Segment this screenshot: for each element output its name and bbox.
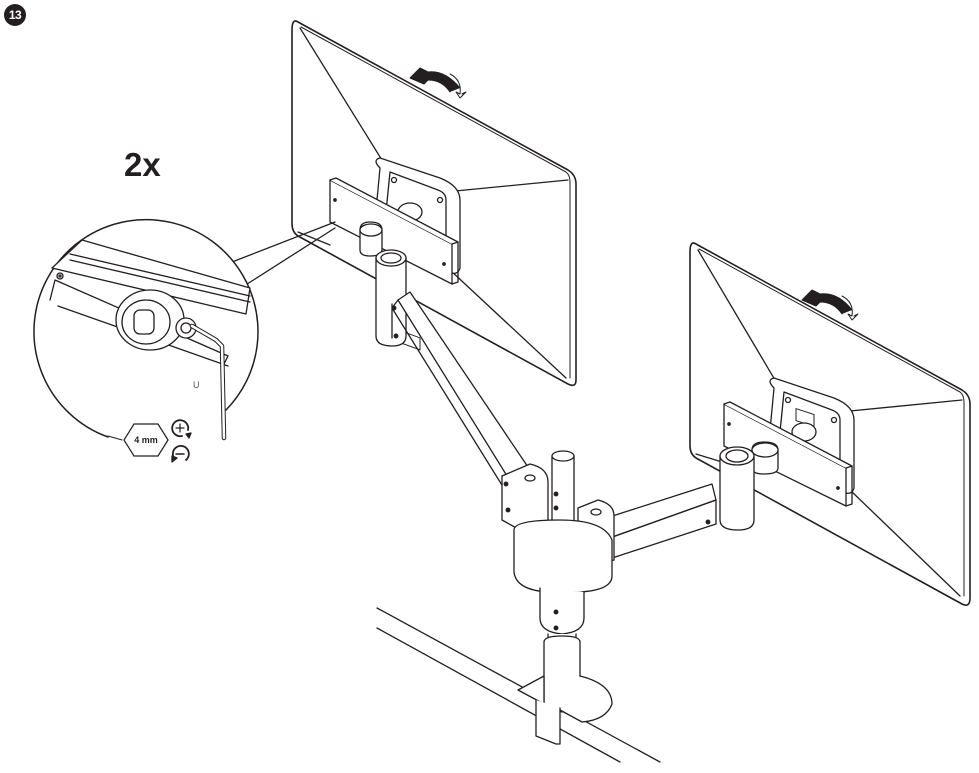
step-number-badge: 13 [4, 4, 26, 26]
hex-key-size-icon [107, 423, 169, 457]
left-monitor-tilt-arrow [409, 67, 467, 99]
left-vesa-plate [329, 177, 459, 285]
tighten-rotate-icon [171, 419, 192, 439]
right-arm-pivot [705, 441, 779, 531]
hex-key-size-label: 4 mm [134, 435, 158, 445]
left-monitor [291, 20, 577, 387]
callout-marker-label: U [193, 380, 200, 390]
quantity-label: 2x [124, 146, 161, 183]
desk-clamp [517, 635, 613, 745]
desk-edge [376, 607, 661, 763]
right-vesa-plate [723, 401, 853, 507]
left-arm [391, 291, 549, 531]
detail-callout [33, 218, 336, 441]
left-arm-pivot [359, 221, 407, 347]
right-monitor-tilt-arrow [801, 289, 859, 321]
loosen-rotate-icon [171, 445, 190, 463]
